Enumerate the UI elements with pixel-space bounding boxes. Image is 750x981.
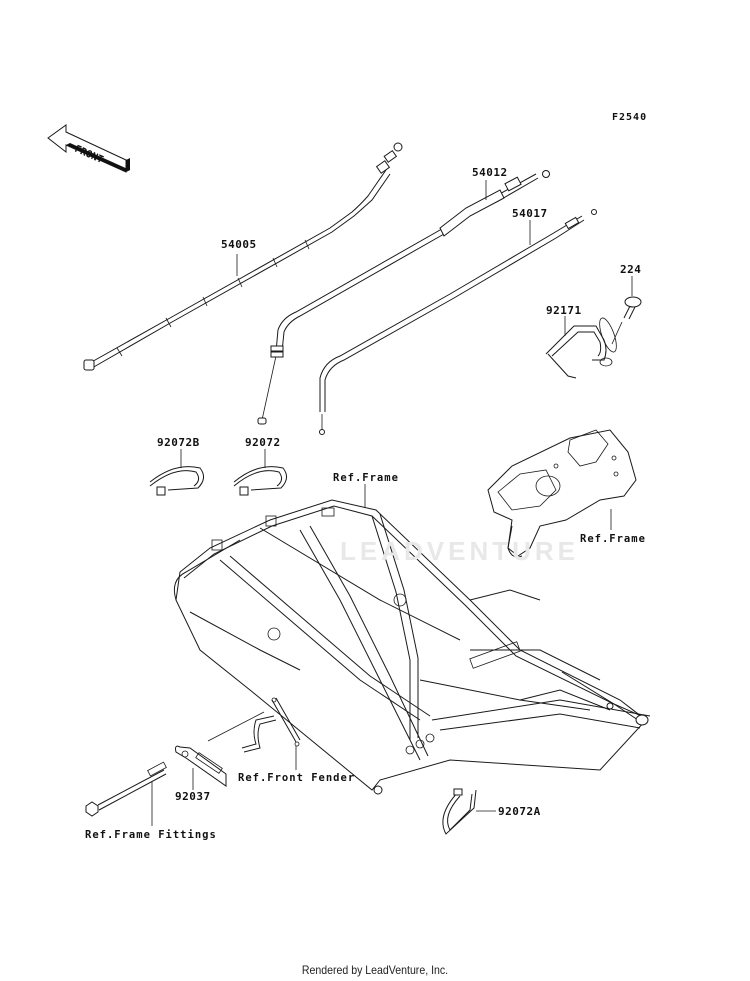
- part-label-54017[interactable]: 54017: [512, 207, 548, 220]
- front-fender-bracket: [241, 697, 301, 753]
- frame-assembly: [173, 499, 651, 795]
- part-label-92037[interactable]: 92037: [175, 790, 211, 803]
- bolt-224[interactable]: [623, 296, 642, 320]
- ref-label-frame-top[interactable]: Ref.Frame: [333, 472, 399, 484]
- band-92072B[interactable]: [149, 466, 204, 496]
- bolt-frame-fittings: [85, 761, 167, 817]
- cable-54017[interactable]: [319, 209, 597, 435]
- ref-label-frame-right[interactable]: Ref.Frame: [580, 533, 646, 545]
- part-label-54005[interactable]: 54005: [221, 238, 257, 251]
- band-92072A[interactable]: [442, 788, 477, 835]
- part-label-92072[interactable]: 92072: [245, 436, 281, 449]
- plate-92037[interactable]: [175, 745, 227, 787]
- part-label-92072B[interactable]: 92072B: [157, 436, 200, 449]
- part-label-92171[interactable]: 92171: [546, 304, 582, 317]
- ref-label-front-fender[interactable]: Ref.Front Fender: [238, 772, 356, 784]
- part-label-224[interactable]: 224: [620, 263, 642, 276]
- guide-line-fender: [207, 711, 265, 742]
- leader-224-b: [611, 321, 623, 345]
- figure-code: F2540: [612, 112, 648, 123]
- steering-holder: [487, 429, 637, 558]
- ref-label-frame-fittings[interactable]: Ref.Frame Fittings: [85, 829, 217, 841]
- front-arrow-icon: FRONT: [47, 124, 130, 173]
- part-label-92072A[interactable]: 92072A: [498, 805, 541, 818]
- footer-credit: Rendered by LeadVenture, Inc.: [301, 963, 449, 977]
- watermark: LEADVENTURE: [340, 536, 580, 566]
- cable-54012[interactable]: [257, 170, 550, 425]
- cable-54005[interactable]: [83, 142, 403, 371]
- clamp-92171[interactable]: [545, 316, 620, 379]
- part-label-54012[interactable]: 54012: [472, 166, 508, 179]
- band-92072[interactable]: [233, 466, 287, 496]
